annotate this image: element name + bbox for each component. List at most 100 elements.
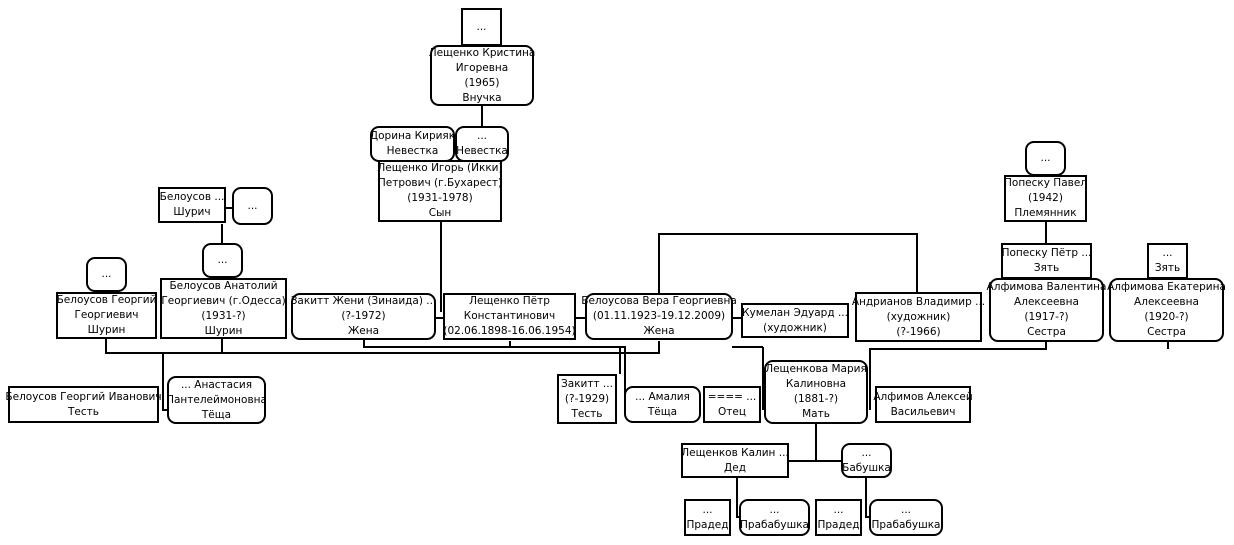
person-node-zakitt[interactable]: Закитт ... (?-1929) Тесть (557, 374, 617, 424)
node-text-line: Алфимов Алексей (873, 390, 973, 403)
person-node-nevestka[interactable]: ...Невестка (455, 126, 509, 162)
node-text-line: Невестка (386, 145, 439, 157)
person-node-georgiy-wife[interactable]: ... (86, 257, 127, 292)
node-text-line: Тёща (201, 408, 232, 421)
node-text-line: ... (900, 503, 911, 516)
node-text-line: Лещенкова Мария (765, 363, 867, 375)
node-text-line: Шурин (204, 324, 243, 337)
node-text-line: (01.11.1923-19.12.2009) (592, 310, 726, 322)
connector (786, 424, 843, 462)
person-node-andrianov[interactable]: Андрианов Владимир ...(художник)(?-1966) (851, 292, 986, 342)
person-node-anatoliy-wife[interactable]: ... (202, 243, 243, 278)
node-text-line: Алексеевна (1134, 296, 1199, 308)
node-text-line: Белоусов ... (159, 191, 225, 203)
node-text-line: Невестка (456, 145, 508, 157)
node-text-line: (1917-?) (1024, 311, 1069, 323)
node-text-line: Сестра (1147, 326, 1186, 338)
node-text-line: ... Анастасия (180, 378, 253, 391)
node-text-line: Петрович (г.Бухарест) (377, 177, 503, 189)
node-text-line: Лещенко Игорь (Икки) (377, 162, 503, 174)
person-node-praded-1[interactable]: ...Прадед (684, 499, 731, 536)
node-text-line: (1965) (464, 76, 500, 89)
person-node-kumelan[interactable]: Кумелан Эдуард ...(художник) (741, 303, 849, 338)
person-node-popesku-pavel[interactable]: Попеску Павел (1942) Племянник (1004, 175, 1087, 222)
node-text-line: Белоусова Вера Георгиевна (581, 295, 737, 307)
node-text-line: Игоревна (455, 61, 509, 74)
person-node-zyat[interactable]: ... Зять (1147, 243, 1188, 279)
node-text-line: ... (702, 503, 713, 516)
node-text-line: Белоусов Анатолий (169, 279, 278, 292)
node-text-line: Белоусов Георгий (56, 294, 157, 306)
connector (162, 353, 168, 411)
node-text-line: (?-1929) (564, 392, 610, 405)
node-text-line: Дед (724, 461, 746, 474)
node-text-line: Прадед (817, 518, 860, 531)
person-node-belousov-shurich-wife[interactable]: ... (232, 187, 273, 225)
node-text-line: Жена (347, 325, 380, 337)
connector (363, 338, 626, 410)
node-text-line: Алфимова Екатерина (1107, 281, 1226, 293)
person-node-kristina-child[interactable]: ... (461, 8, 502, 46)
node-text-line: Алфимова Валентина (986, 281, 1107, 293)
node-text-line: (1942) (1028, 192, 1063, 204)
node-text-line: Жена (643, 325, 675, 337)
node-text-line: Тесть (68, 405, 99, 418)
person-node-zhenya[interactable]: Закитт Жени (Зинаида) ...(?-1972)Жена (291, 293, 436, 340)
node-text-line: Лещенко Кристина (428, 46, 536, 59)
node-text-line: Шурич (173, 206, 211, 218)
person-node-vera[interactable]: Белоусова Вера Георгиевна (01.11.1923-19.… (581, 293, 737, 340)
node-text-line: Васильевич (890, 405, 956, 418)
node-text-line: Дорина Кирияк (369, 130, 456, 142)
node-text-line: Пантелеймоновна (166, 393, 267, 406)
person-node-otets[interactable]: ==== ...Отец (703, 386, 761, 423)
node-text-line: ... (1162, 247, 1173, 259)
node-text-line: (?-1966) (896, 325, 941, 338)
node-text-line: Сын (428, 207, 452, 219)
node-text-line: Племянник (1014, 207, 1077, 219)
node-text-line: (1931-1978) (407, 192, 473, 204)
person-node-popesku-petr[interactable]: Попеску Пётр ...Зять (1001, 243, 1092, 279)
node-text-line: ... (1040, 152, 1051, 164)
person-node-babushka[interactable]: ...Бабушка (841, 443, 892, 478)
person-node-belousov-shurich[interactable]: Белоусов ... Шурич (158, 187, 226, 223)
node-text-line: ... (217, 254, 228, 266)
node-text-line: Мать (802, 408, 830, 420)
person-node-kalin[interactable]: Лещенков Калин ...Дед (681, 443, 789, 478)
person-node-prababushka-2[interactable]: ... Прабабушка (869, 499, 943, 536)
connector (732, 346, 764, 410)
node-text-line: Калиновна (785, 378, 847, 390)
node-text-line: Попеску Павел (1004, 177, 1088, 189)
node-text-line: Константинович (463, 310, 556, 322)
node-text-line: (1920-?) (1144, 311, 1189, 323)
node-text-line: Георгиевич (74, 309, 139, 321)
node-text-line: Шурин (87, 324, 126, 336)
node-text-line: Закитт ... (561, 377, 613, 390)
node-text-line: ... (247, 199, 258, 212)
node-text-line: Зять (1154, 262, 1181, 274)
person-node-praded-2[interactable]: ...Прадед (815, 499, 862, 536)
node-text-line: Прабабушка (871, 518, 941, 531)
node-text-line: Закитт Жени (Зинаида) ... (290, 295, 437, 307)
person-node-popesku-child[interactable]: ... (1025, 141, 1066, 176)
node-text-line: Белоусов Георгий Иванович (5, 390, 162, 403)
node-text-line: Зять (1033, 262, 1060, 274)
node-text-line: Прабабушка (740, 518, 809, 531)
node-text-line: Алексеевна (1014, 296, 1079, 308)
person-node-prababushka-1[interactable]: ...Прабабушка (739, 499, 810, 536)
node-text-line: Тесть (571, 407, 603, 420)
person-node-igor[interactable]: Лещенко Игорь (Икки) Петрович (г.Бухарест… (377, 160, 503, 222)
node-text-line: Андрианов Владимир ... (851, 295, 986, 308)
